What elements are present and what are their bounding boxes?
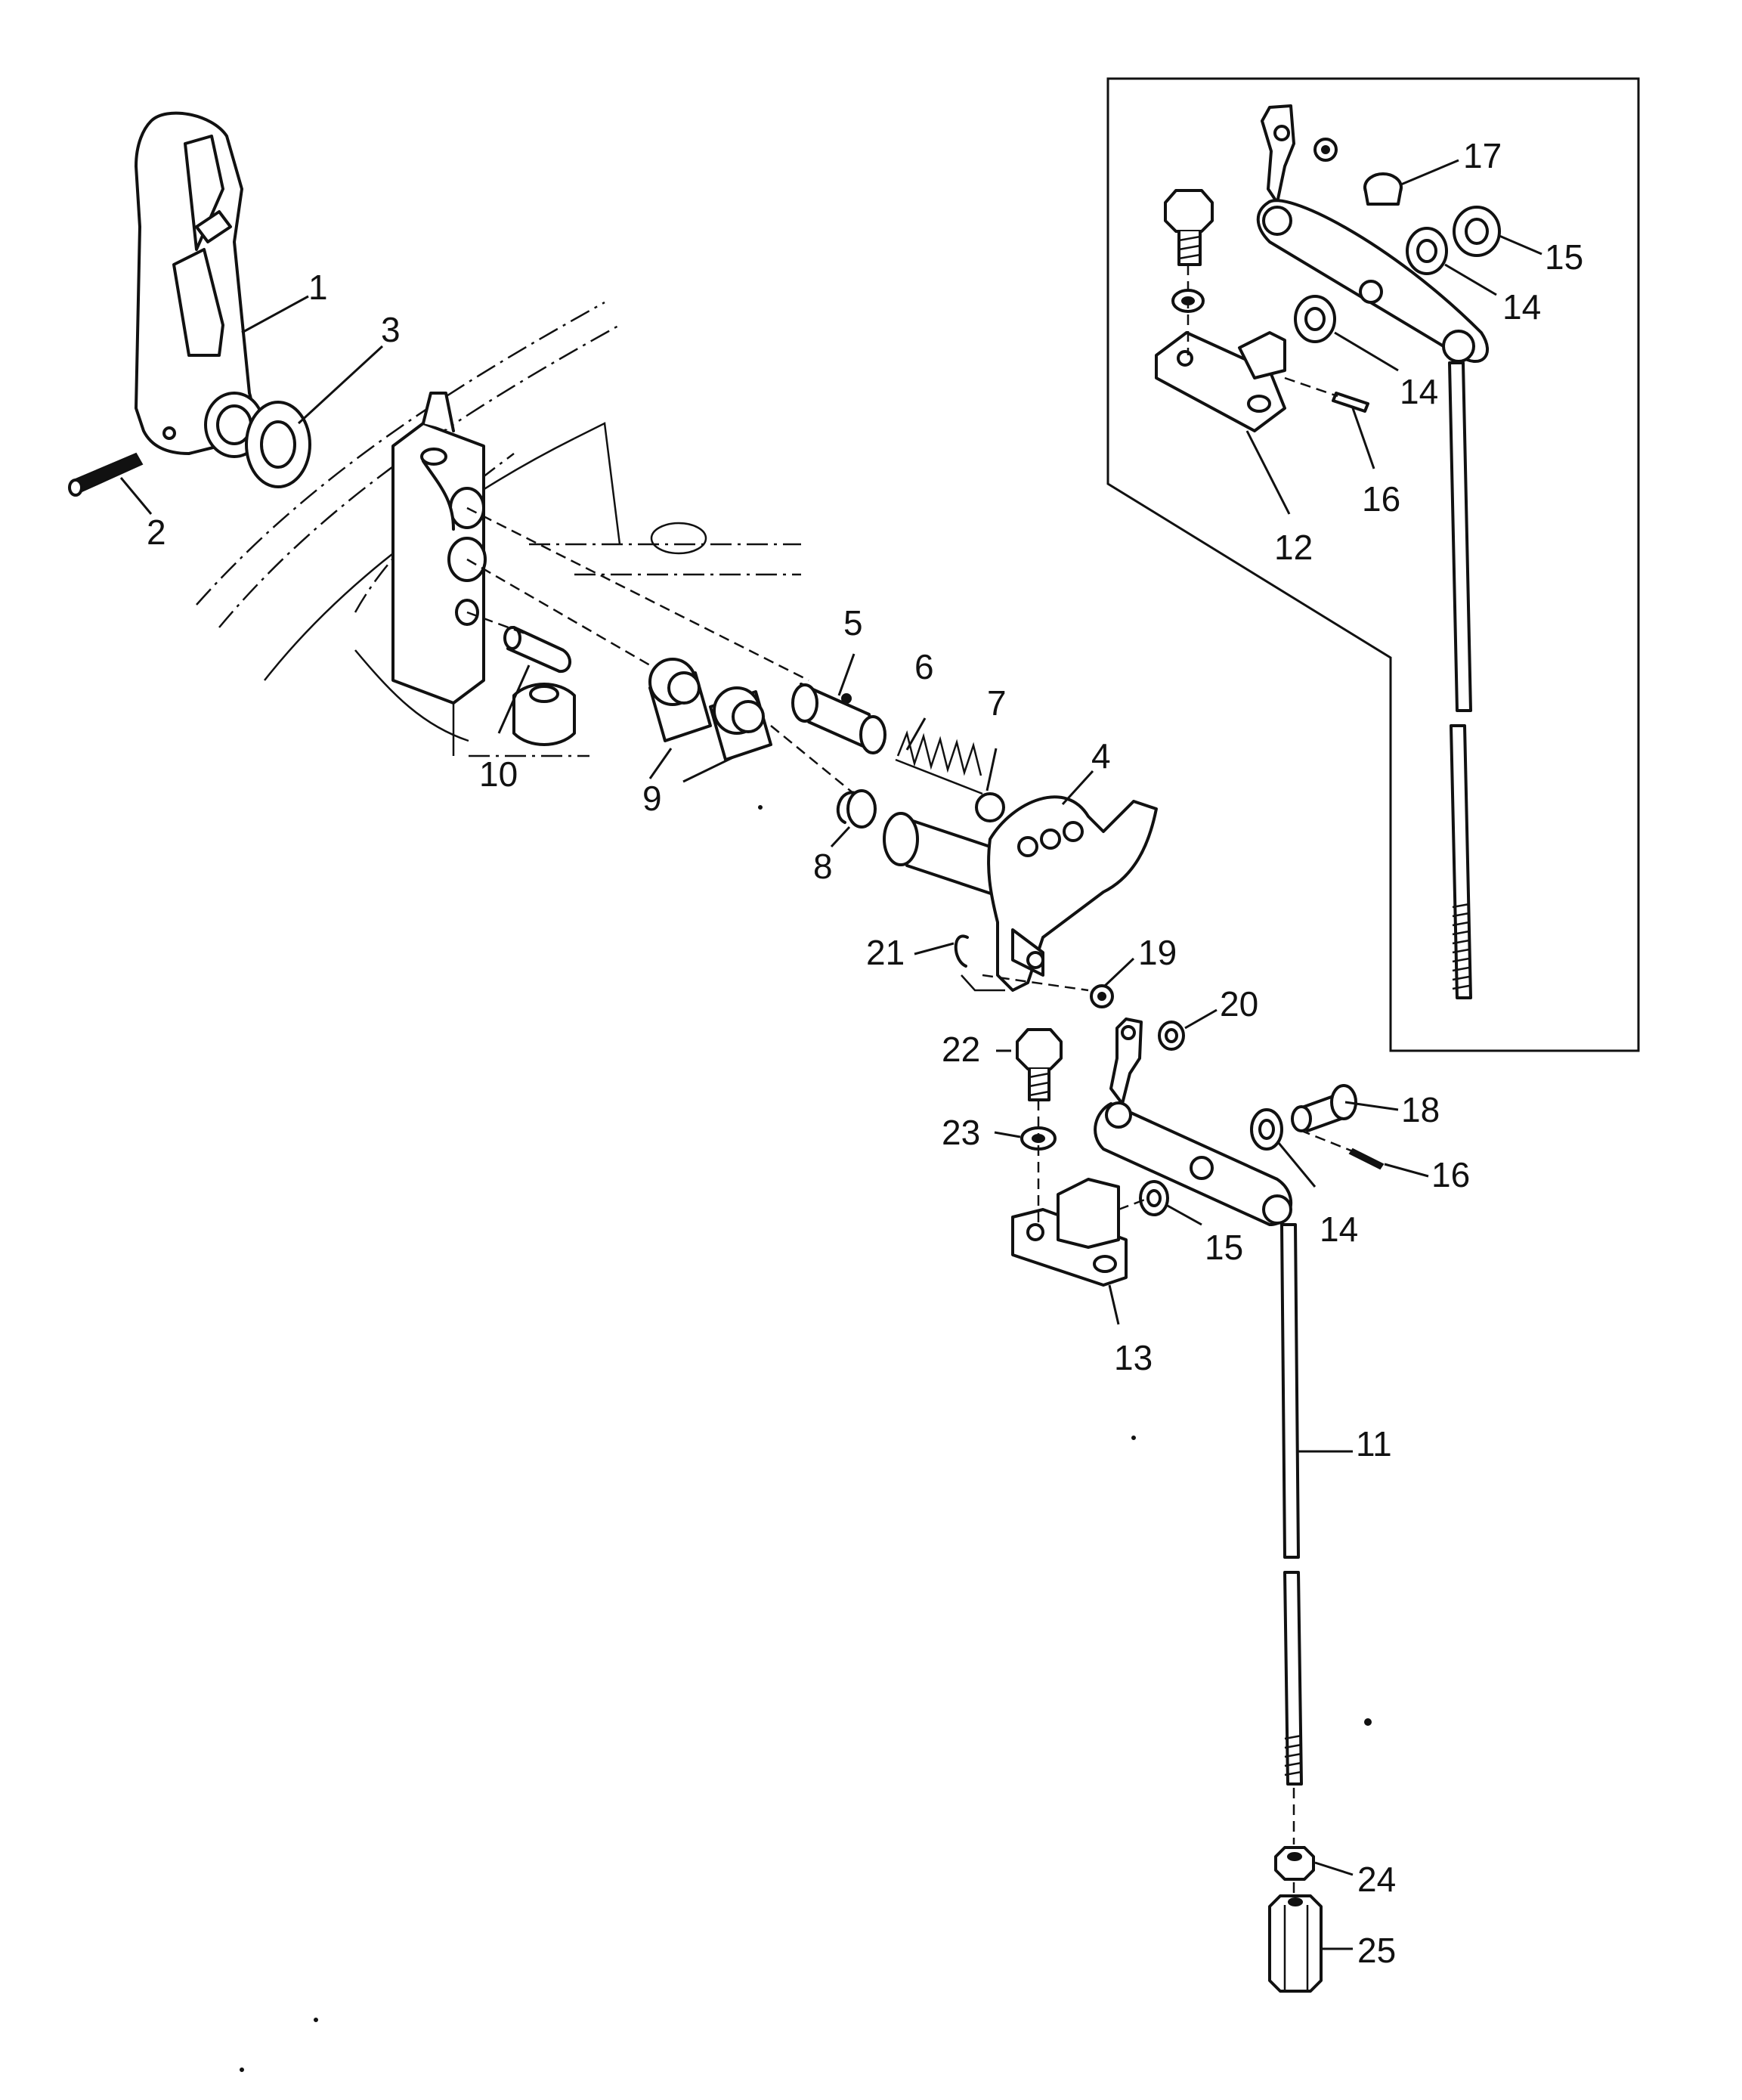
part-1-shift-lever [135, 111, 265, 458]
part-14-washer-inset-a [1406, 227, 1448, 275]
callout-24: 24 [1357, 1860, 1396, 1899]
part-14-washer-inset-b [1294, 295, 1336, 343]
callout-19: 19 [1138, 933, 1177, 972]
part-11-rod [1280, 1223, 1303, 1844]
callout-12: 12 [1274, 528, 1313, 567]
callout-6: 6 [914, 647, 934, 686]
callout-16-main: 16 [1431, 1155, 1470, 1194]
part-6-spring [895, 729, 983, 795]
callout-4: 4 [1091, 736, 1111, 776]
callout-8: 8 [813, 847, 833, 886]
part-20-washer [1158, 1021, 1185, 1051]
leader-lines [119, 159, 1542, 1950]
housing-outline [196, 301, 801, 757]
callout-2: 2 [147, 513, 166, 552]
callout-21: 21 [866, 933, 905, 972]
callout-14-inset-a: 14 [1502, 287, 1541, 327]
callout-15-inset: 15 [1545, 237, 1583, 277]
part-18-pin [1291, 1084, 1357, 1132]
part-16-cotter-main [1348, 1148, 1385, 1170]
callout-22: 22 [942, 1030, 980, 1069]
part-7-ball [975, 792, 1005, 822]
part-15-washer-main [1139, 1180, 1169, 1216]
part-16-cotter-inset [1332, 392, 1369, 413]
part-5-sleeve [791, 683, 886, 754]
part-12-bracket [1155, 331, 1286, 432]
inset-small-nut [1313, 138, 1338, 162]
callout-17: 17 [1463, 136, 1502, 175]
part-22-bolt [1016, 1028, 1063, 1101]
part-17-collar [1363, 172, 1403, 206]
part-25-coupler [1268, 1894, 1323, 1993]
callout-13: 13 [1114, 1338, 1153, 1377]
callout-5: 5 [843, 603, 863, 643]
callout-14-inset-b: 14 [1400, 372, 1438, 411]
part-4-detent-plate [883, 795, 1158, 992]
callout-1: 1 [308, 268, 328, 307]
part-24-nut [1274, 1846, 1315, 1881]
part-21-clip [954, 934, 1005, 992]
callout-9: 9 [642, 779, 662, 818]
callout-7: 7 [987, 683, 1007, 723]
inset-linkage-arm [1256, 104, 1490, 364]
inset-rod [1448, 361, 1472, 999]
callout-23: 23 [942, 1113, 980, 1152]
callout-20: 20 [1220, 984, 1258, 1024]
assembly-centerlines [466, 265, 1354, 1894]
inset-bolt [1164, 189, 1214, 313]
callout-14-main: 14 [1320, 1210, 1358, 1249]
housing-bracket [391, 392, 576, 746]
part-15-washer-inset [1453, 206, 1501, 257]
part-13-bracket [1011, 1178, 1128, 1287]
inset-panel [1106, 77, 1640, 1052]
part-19-nut [1090, 984, 1114, 1008]
part-14-washer-main [1250, 1108, 1283, 1151]
callout-3: 3 [381, 310, 401, 349]
callout-11: 11 [1356, 1424, 1392, 1463]
part-3-washer [245, 401, 311, 488]
callout-15-main: 15 [1205, 1228, 1243, 1267]
callout-16-inset: 16 [1362, 479, 1400, 519]
part-8-snap-ring [837, 789, 877, 829]
part-9-bushings [648, 658, 772, 761]
part-10-dowel-pin [503, 626, 571, 674]
callout-18: 18 [1401, 1090, 1440, 1129]
scan-specks [240, 805, 1372, 2072]
callout-10: 10 [479, 754, 518, 794]
callout-labels: 1 2 3 4 5 6 7 8 9 10 11 12 13 14 14 14 1… [147, 136, 1583, 1970]
callout-25: 25 [1357, 1931, 1396, 1970]
part-2-pin [68, 452, 144, 497]
main-linkage-arm [1094, 1017, 1292, 1226]
